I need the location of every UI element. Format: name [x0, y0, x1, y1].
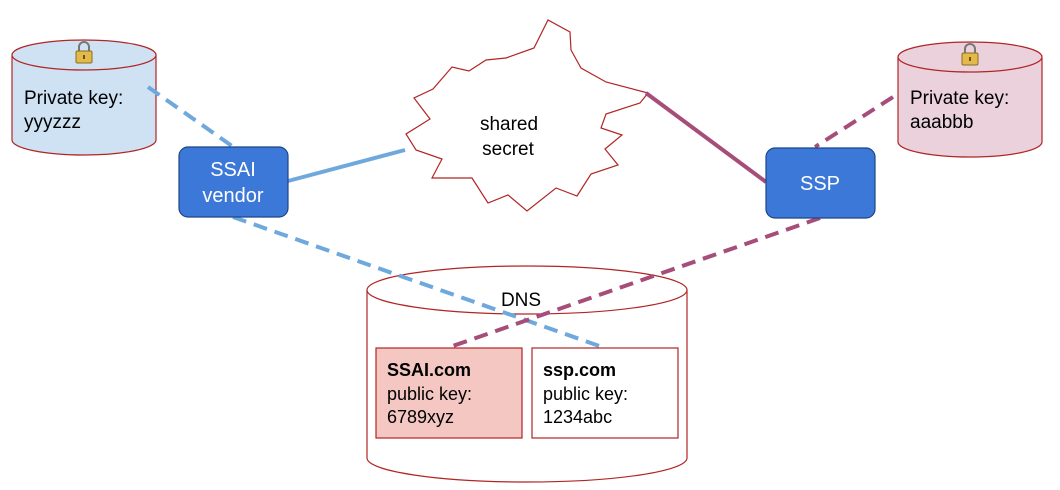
ssp-record-domain: ssp.com — [543, 360, 616, 380]
padlock-icon — [75, 41, 93, 64]
shared-secret-line1: shared — [480, 114, 538, 135]
shared-secret-line2: secret — [482, 139, 534, 160]
ssp-record-box — [531, 347, 679, 439]
shared-secret-burst: shared secret — [405, 19, 650, 212]
ssai-private-key-label: Private key: — [24, 88, 123, 109]
ssai-record-box — [375, 347, 523, 439]
ssai-record-label: public key: — [387, 384, 472, 404]
dns-record-ssai: SSAI.com public key: 6789xyz — [375, 347, 523, 439]
ssai-vendor-line2: vendor — [202, 185, 263, 207]
ssai-to-private-key-dashed — [146, 85, 234, 148]
ssp-private-key-value: aaabbb — [910, 112, 973, 133]
padlock-icon — [961, 43, 979, 66]
ssp-to-private-key-dashed — [813, 95, 895, 149]
shared-secret-shape — [405, 19, 650, 212]
ssp-record-label: public key: — [543, 384, 628, 404]
connectors — [146, 85, 895, 350]
dns-record-ssp: ssp.com public key: 1234abc — [531, 347, 679, 439]
ssp-label: SSP — [800, 173, 840, 195]
ssai-db-body — [11, 55, 157, 156]
ssai-to-secret-line — [287, 148, 406, 183]
ssp-private-key-db: Private key: aaabbb — [897, 41, 1043, 158]
ssai-vendor-line1: SSAI — [210, 159, 256, 181]
ssp-box — [765, 147, 876, 219]
ssp-db-body — [897, 57, 1043, 158]
ssai-record-value: 6789xyz — [387, 407, 454, 427]
ssai-vendor-node: SSAI vendor — [178, 146, 289, 218]
dns-db-top — [366, 265, 688, 315]
ssp-to-secret-line — [644, 91, 768, 184]
ssai-private-key-value: yyyzzz — [24, 112, 81, 133]
ssp-private-key-label: Private key: — [910, 88, 1009, 109]
ssai-private-key-db: Private key: yyyzzz — [11, 39, 157, 156]
ssp-node: SSP — [765, 147, 876, 219]
dns-title: DNS — [501, 290, 541, 311]
ssai-vendor-box — [178, 146, 289, 218]
ssai-record-domain: SSAI.com — [387, 360, 471, 380]
ssp-record-value: 1234abc — [543, 407, 612, 427]
